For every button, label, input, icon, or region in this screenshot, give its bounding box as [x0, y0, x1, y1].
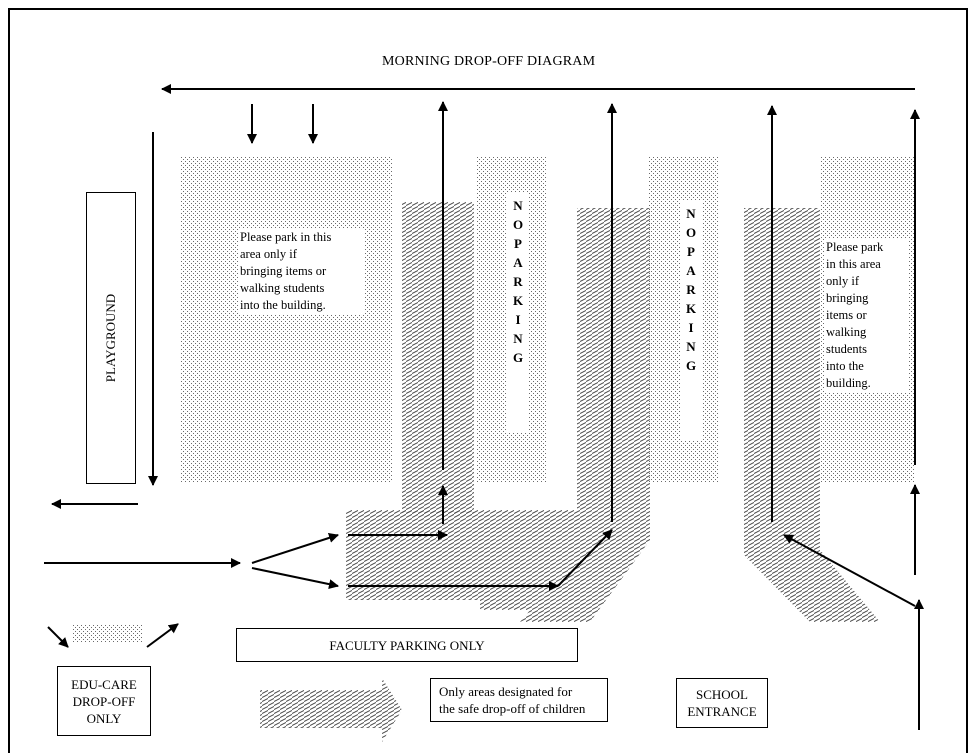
no-parking-text-2: N O P A R K I N G [686, 206, 706, 373]
park-note-left: Please park in this area only if bringin… [238, 228, 364, 315]
diagram-title: MORNING DROP-OFF DIAGRAM [382, 54, 596, 69]
legend-hatch-swatch [260, 678, 402, 742]
no-parking-sign-2: N O P A R K I N G [680, 200, 702, 440]
arrow-split-down [251, 567, 339, 590]
dropoff-lane-e [744, 208, 880, 622]
no-parking-text-1: N O P A R K I N G [513, 198, 533, 365]
faculty-parking-label: FACULTY PARKING ONLY [236, 628, 578, 662]
arrow-entrance-diagonal [783, 534, 916, 607]
school-entrance-label: SCHOOL ENTRANCE [676, 678, 768, 728]
arrow-educare-in [47, 626, 69, 648]
arrow-split-up [251, 533, 339, 564]
playground-label: PLAYGROUND [103, 293, 118, 383]
diagram-canvas [44, 84, 924, 742]
dropoff-lane-a [402, 202, 474, 515]
park-note-right: Please park in this area only if bringin… [824, 238, 908, 393]
dropoff-lane-c [520, 208, 650, 622]
diagram-frame: MORNING DROP-OFF DIAGRAM PLAYGROUND Plea… [8, 8, 968, 753]
playground-box: PLAYGROUND [86, 192, 136, 484]
arrow-educare-out [146, 623, 179, 648]
legend-dropoff-label: Only areas designated for the safe drop-… [430, 678, 608, 722]
no-parking-sign-1: N O P A R K I N G [507, 192, 529, 432]
educare-dropoff-area [72, 624, 142, 642]
arrow-lane-lower-turn [557, 529, 613, 587]
parking-area-left [180, 157, 392, 482]
educare-dropoff-label: EDU-CARE DROP-OFF ONLY [57, 666, 151, 736]
